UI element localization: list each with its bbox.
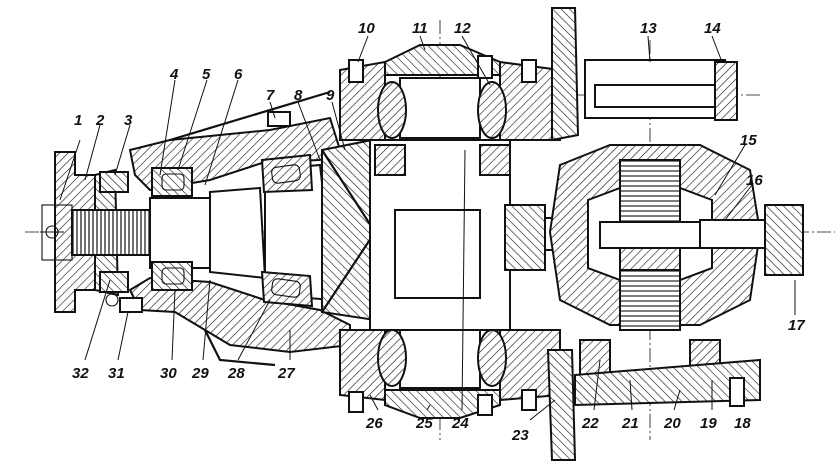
callout-3: 3: [124, 112, 133, 129]
lower-bearing-cap: [339, 329, 561, 419]
callout-11: 11: [412, 20, 428, 37]
callout-19: 19: [700, 415, 717, 432]
callout-5: 5: [202, 66, 211, 83]
callout-1: 1: [74, 112, 82, 129]
callout-25: 25: [415, 415, 433, 432]
callout-10: 10: [358, 20, 375, 37]
callout-29: 29: [191, 365, 209, 382]
callout-15: 15: [740, 132, 757, 149]
callout-28: 28: [227, 365, 245, 382]
callout-13: 13: [640, 20, 657, 37]
upper-drive-shaft: [551, 7, 738, 142]
callout-21: 21: [621, 415, 639, 432]
callout-23: 23: [511, 427, 529, 444]
axle-shaft: [699, 204, 804, 276]
callout-8: 8: [294, 87, 303, 104]
callout-20: 20: [663, 415, 681, 432]
driven-bevel-gear: [321, 138, 377, 322]
differential-bearings: [574, 339, 761, 407]
callout-14: 14: [704, 20, 721, 37]
callout-labels: 1 2 3 4 5 6 7 8 9 10 11 12 13 14 15 16 1…: [72, 20, 805, 444]
callout-24: 24: [451, 415, 469, 432]
callout-26: 26: [365, 415, 383, 432]
drive-pinion-shaft: [71, 163, 337, 302]
flange-nut: [99, 171, 129, 307]
callout-27: 27: [277, 365, 295, 382]
callout-12: 12: [454, 20, 471, 37]
callout-2: 2: [95, 112, 105, 129]
callout-9: 9: [326, 87, 335, 104]
callout-17: 17: [788, 317, 805, 334]
callout-7: 7: [266, 87, 275, 104]
pinion-bearing-rear: [260, 153, 314, 308]
fastener-bolts: [119, 55, 745, 416]
callout-18: 18: [734, 415, 751, 432]
callout-32: 32: [72, 365, 89, 382]
intermediate-shaft: [369, 139, 511, 331]
differential-case: [548, 144, 762, 331]
callout-4: 4: [169, 66, 179, 83]
callout-leaders: [59, 35, 796, 421]
callout-22: 22: [581, 415, 599, 432]
mounting-bracket: [546, 349, 577, 461]
callout-30: 30: [160, 365, 177, 382]
pinion-bearing-front: [151, 167, 193, 291]
callout-16: 16: [746, 172, 763, 189]
upper-bearing-cap: [339, 44, 561, 141]
callout-6: 6: [234, 66, 243, 83]
callout-31: 31: [108, 365, 125, 382]
